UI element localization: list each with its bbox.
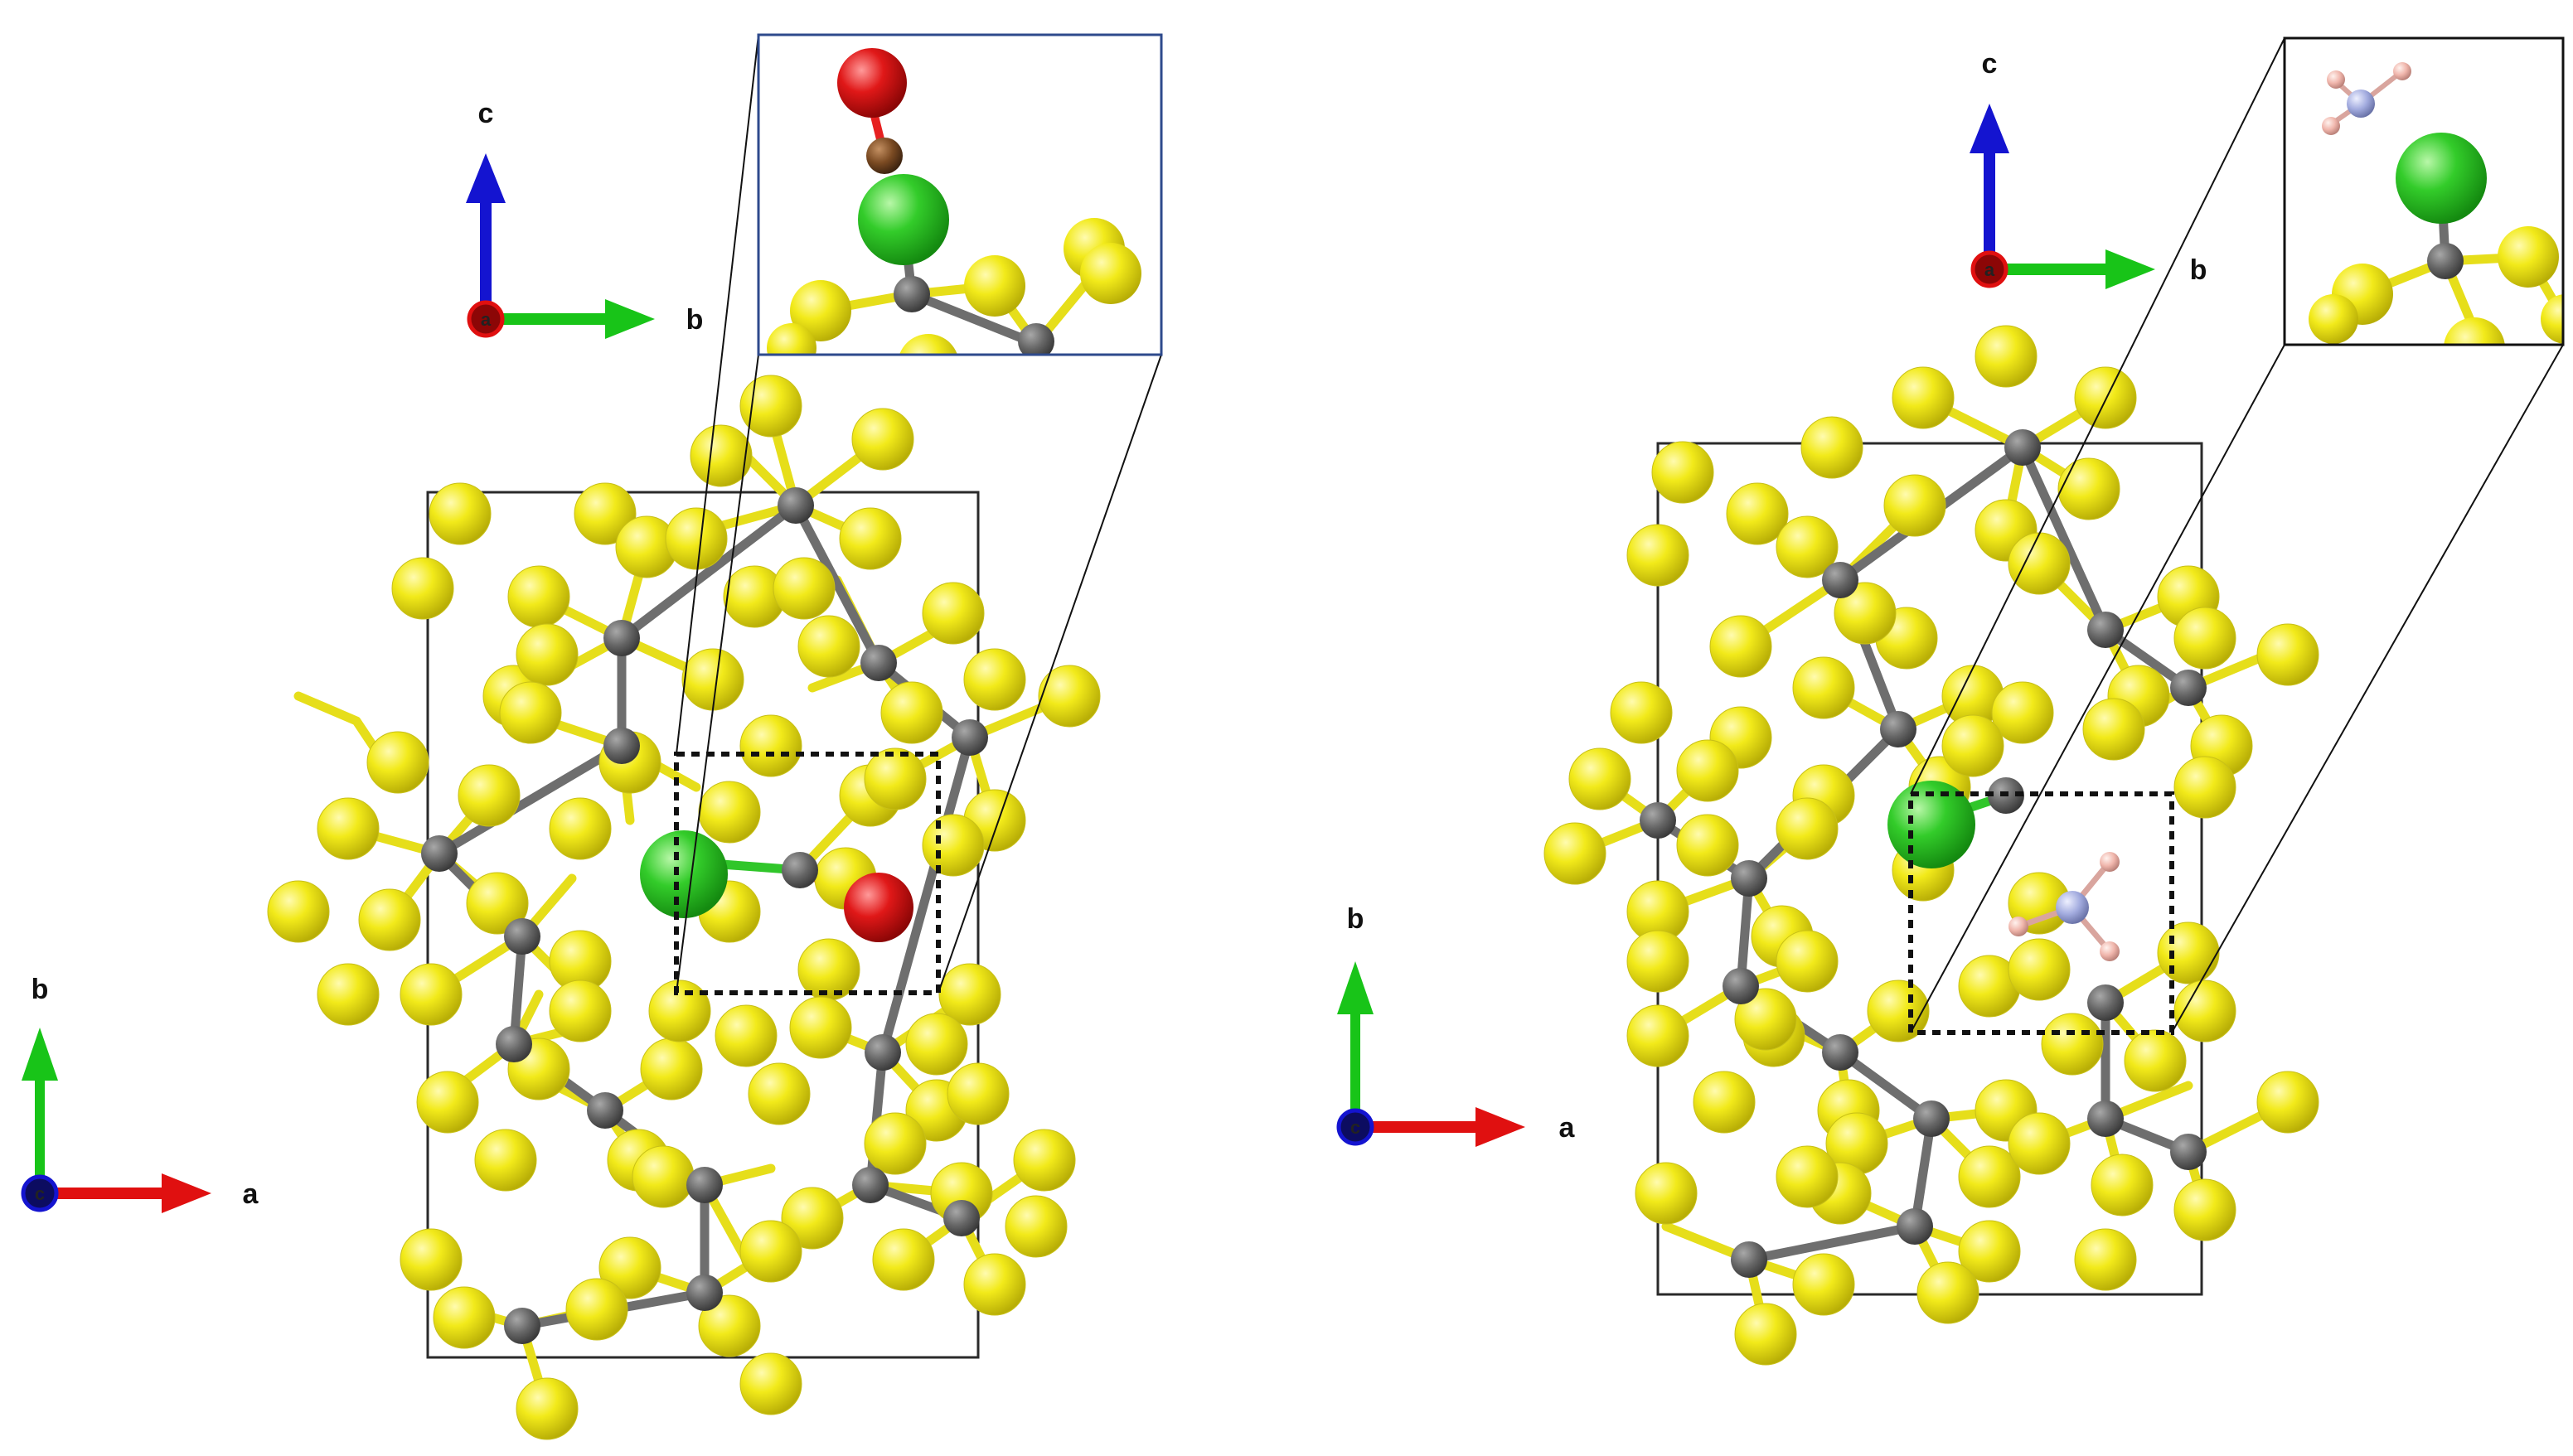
left-inset-axis-triad: a c b (466, 98, 703, 339)
left-main-axis-a-label: a (243, 1178, 259, 1210)
right-inset-axis-c-label: c (1982, 48, 1998, 80)
right-main-axis-b-label: b (1347, 903, 1364, 935)
left-dopant-atom (640, 830, 728, 918)
right-sulfur-atoms (1543, 325, 2319, 1366)
right-panel: a c b c b a (1336, 36, 2565, 1366)
left-inset-axis-b-label: b (686, 304, 704, 336)
left-inset-axis-a-origin (467, 300, 505, 338)
left-sulfur-atoms (267, 375, 1101, 1440)
right-framework-carbon-atoms (1640, 429, 2207, 1278)
right-inset (2283, 36, 2565, 346)
right-main-axis-c-origin (1336, 1108, 1374, 1146)
left-zoom-box (674, 752, 941, 995)
right-main-axis-a-label: a (1559, 1112, 1576, 1144)
left-connector-lines (676, 34, 1162, 994)
left-inset-border (757, 33, 1163, 356)
left-main-axis-c-origin (21, 1174, 59, 1212)
right-connector-lines (1910, 37, 2564, 1033)
left-inset-axis-origin-label: a (481, 309, 492, 330)
right-zoom-box (1908, 791, 2174, 1035)
right-inset-axis-origin-label: a (1984, 259, 1995, 280)
left-main-axis-b-label: b (31, 974, 49, 1005)
left-main-axis-triad: c b a (21, 974, 259, 1213)
left-oxygen-atom (844, 873, 913, 942)
left-framework-carbon-atoms (421, 487, 988, 1344)
left-unit-cell (426, 491, 980, 1359)
left-inset (757, 33, 1163, 356)
right-ammonia-molecule (2008, 852, 2120, 961)
right-inset-axis-b-label: b (2190, 254, 2207, 286)
left-main-axis-origin-label: c (35, 1183, 45, 1204)
right-main-axis-triad: c b a (1336, 903, 1576, 1147)
right-main-axis-origin-label: c (1350, 1117, 1360, 1138)
right-inset-axis-triad: a c b (1970, 48, 2207, 289)
right-inset-border (2283, 36, 2565, 346)
left-panel: a c b c b a (21, 33, 1163, 1440)
right-inset-axis-a-origin (1970, 250, 2008, 288)
left-inset-axis-c-label: c (478, 98, 494, 129)
